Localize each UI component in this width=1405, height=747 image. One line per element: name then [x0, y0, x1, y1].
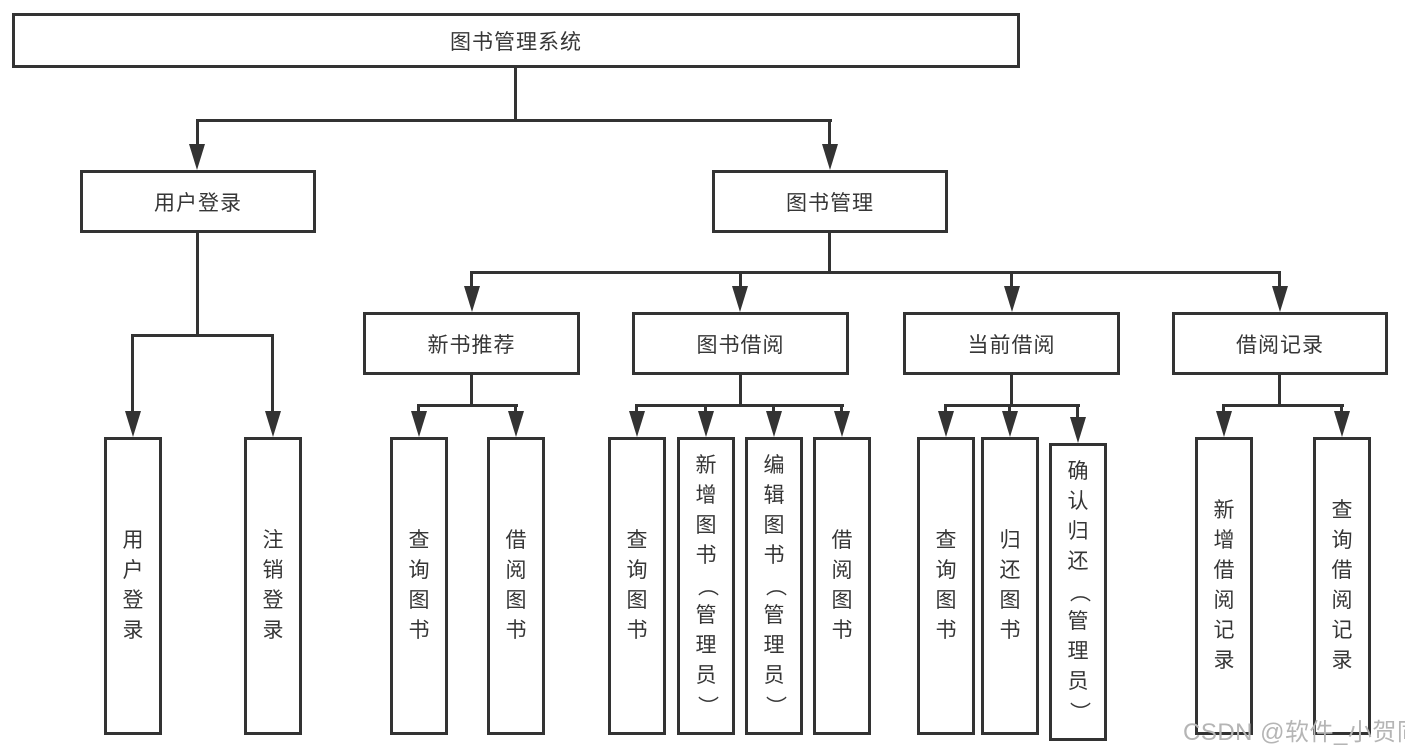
connector-line [1340, 404, 1343, 416]
connector-line [1222, 404, 1344, 407]
arrow-down-icon [1002, 411, 1018, 437]
connector-line [635, 404, 844, 407]
node-leaf-query-books-3-label: 查询图书 [935, 529, 957, 642]
connector-line [1010, 375, 1013, 406]
connector-line [944, 404, 947, 416]
node-leaf-logout: 注销登录 [244, 437, 302, 735]
arrow-down-icon [1004, 286, 1020, 312]
node-leaf-confirm-return-admin-label: 确认归还（管理员） [1067, 460, 1090, 723]
node-leaf-query-books-1: 查询图书 [390, 437, 448, 735]
connector-line [1008, 404, 1011, 416]
node-leaf-edit-book-admin: 编辑图书（管理员） [745, 437, 803, 735]
connector-line [828, 120, 831, 148]
node-book-borrowing-label: 图书借阅 [696, 333, 785, 357]
connector-line [1076, 404, 1079, 422]
node-leaf-query-books-3: 查询图书 [917, 437, 975, 735]
connector-line [772, 404, 775, 416]
connector-line [271, 334, 274, 412]
node-book-management: 图书管理 [712, 170, 948, 233]
node-new-book-recommend-label: 新书推荐 [427, 333, 516, 357]
connector-line [840, 404, 843, 416]
node-leaf-user-login-label: 用户登录 [122, 529, 144, 642]
watermark: CSDN @软件_小贺同学 [1183, 719, 1405, 746]
node-current-borrowing-label: 当前借阅 [967, 333, 1056, 357]
arrow-down-icon [732, 286, 748, 312]
node-user-login-label: 用户登录 [154, 191, 242, 215]
node-root: 图书管理系统 [12, 13, 1020, 68]
arrow-down-icon [1272, 286, 1288, 312]
connector-line [1222, 404, 1225, 416]
connector-line [417, 404, 420, 416]
connector-line [704, 404, 707, 416]
connector-line [944, 404, 1080, 407]
connector-line [131, 334, 134, 412]
connector-line [470, 271, 1281, 274]
arrow-down-icon [189, 144, 205, 170]
arrow-down-icon [1216, 411, 1232, 437]
arrow-down-icon [1070, 417, 1086, 443]
node-leaf-return-book-label: 归还图书 [999, 529, 1021, 642]
node-leaf-borrow-books-1-label: 借阅图书 [505, 529, 527, 642]
connector-line [417, 404, 518, 407]
node-root-label: 图书管理系统 [450, 30, 582, 54]
node-leaf-query-books-1-label: 查询图书 [408, 529, 430, 642]
node-leaf-add-borrow-record-label: 新增借阅记录 [1213, 499, 1235, 672]
arrow-down-icon [464, 286, 480, 312]
node-borrow-records: 借阅记录 [1172, 312, 1388, 375]
connector-line [1278, 375, 1281, 406]
node-user-login: 用户登录 [80, 170, 316, 233]
node-leaf-borrow-books-2: 借阅图书 [813, 437, 871, 735]
node-leaf-logout-label: 注销登录 [262, 529, 284, 642]
arrow-down-icon [822, 144, 838, 170]
connector-line [514, 404, 517, 416]
node-leaf-add-borrow-record: 新增借阅记录 [1195, 437, 1253, 735]
arrow-down-icon [698, 411, 714, 437]
connector-line [514, 68, 517, 122]
node-leaf-query-books-2: 查询图书 [608, 437, 666, 735]
node-leaf-add-book-admin-label: 新增图书（管理员） [695, 454, 718, 717]
arrow-down-icon [938, 411, 954, 437]
node-leaf-confirm-return-admin: 确认归还（管理员） [1049, 443, 1107, 741]
node-leaf-borrow-books-1: 借阅图书 [487, 437, 545, 735]
connector-line [470, 272, 473, 288]
node-leaf-add-book-admin: 新增图书（管理员） [677, 437, 735, 735]
node-leaf-edit-book-admin-label: 编辑图书（管理员） [763, 454, 786, 717]
connector-line [739, 375, 742, 406]
connector-line [196, 119, 832, 122]
arrow-down-icon [125, 411, 141, 437]
connector-line [470, 375, 473, 406]
arrow-down-icon [834, 411, 850, 437]
node-leaf-return-book: 归还图书 [981, 437, 1039, 735]
arrow-down-icon [265, 411, 281, 437]
connector-line [1010, 272, 1013, 288]
arrow-down-icon [1334, 411, 1350, 437]
connector-line [739, 272, 742, 288]
arrow-down-icon [508, 411, 524, 437]
node-leaf-query-borrow-record: 查询借阅记录 [1313, 437, 1371, 735]
connector-line [196, 233, 199, 336]
connector-line [131, 334, 274, 337]
node-borrow-records-label: 借阅记录 [1236, 333, 1324, 357]
node-book-management-label: 图书管理 [786, 191, 874, 215]
node-leaf-query-books-2-label: 查询图书 [626, 529, 648, 642]
arrow-down-icon [766, 411, 782, 437]
connector-line [196, 120, 199, 148]
node-leaf-user-login: 用户登录 [104, 437, 162, 735]
arrow-down-icon [629, 411, 645, 437]
node-book-borrowing: 图书借阅 [632, 312, 849, 375]
node-leaf-query-borrow-record-label: 查询借阅记录 [1331, 499, 1353, 672]
node-current-borrowing: 当前借阅 [903, 312, 1120, 375]
node-new-book-recommend: 新书推荐 [363, 312, 580, 375]
connector-line [1278, 272, 1281, 288]
arrow-down-icon [411, 411, 427, 437]
node-leaf-borrow-books-2-label: 借阅图书 [831, 529, 853, 642]
connector-line [828, 233, 831, 274]
connector-line [635, 404, 638, 416]
